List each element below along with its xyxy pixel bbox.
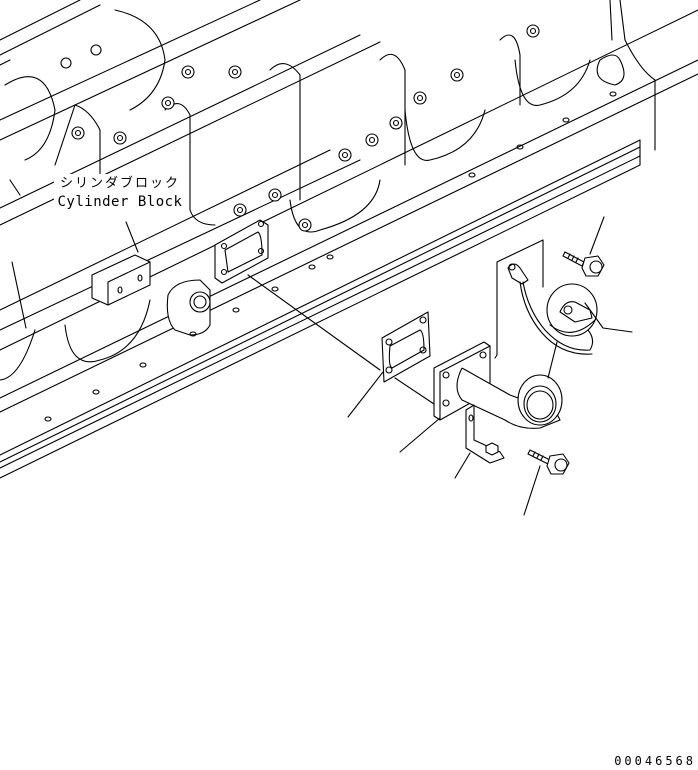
l-bracket: [454, 404, 505, 479]
assembly-line: [247, 274, 441, 409]
bearing-bolts: [60, 24, 540, 232]
gasket: [347, 311, 431, 418]
mounting-boss: [91, 254, 151, 306]
cap-with-strap: [494, 239, 633, 379]
bolt-upper: [562, 216, 605, 277]
bolt-lower: [523, 449, 570, 516]
elbow-tube: [399, 341, 563, 453]
oil-port-boss: [166, 279, 211, 337]
cylinder-block-label: シリンダブロック Cylinder Block: [54, 174, 186, 212]
cylinder-block-label-jp: シリンダブロック: [59, 176, 180, 191]
figure-number: 00046568: [614, 754, 696, 768]
cylinder-block-label-en: Cylinder Block: [57, 194, 183, 210]
block-mounting-pad: [214, 219, 269, 284]
rail-holes: [44, 91, 617, 422]
cylinder-block: [0, 0, 698, 479]
